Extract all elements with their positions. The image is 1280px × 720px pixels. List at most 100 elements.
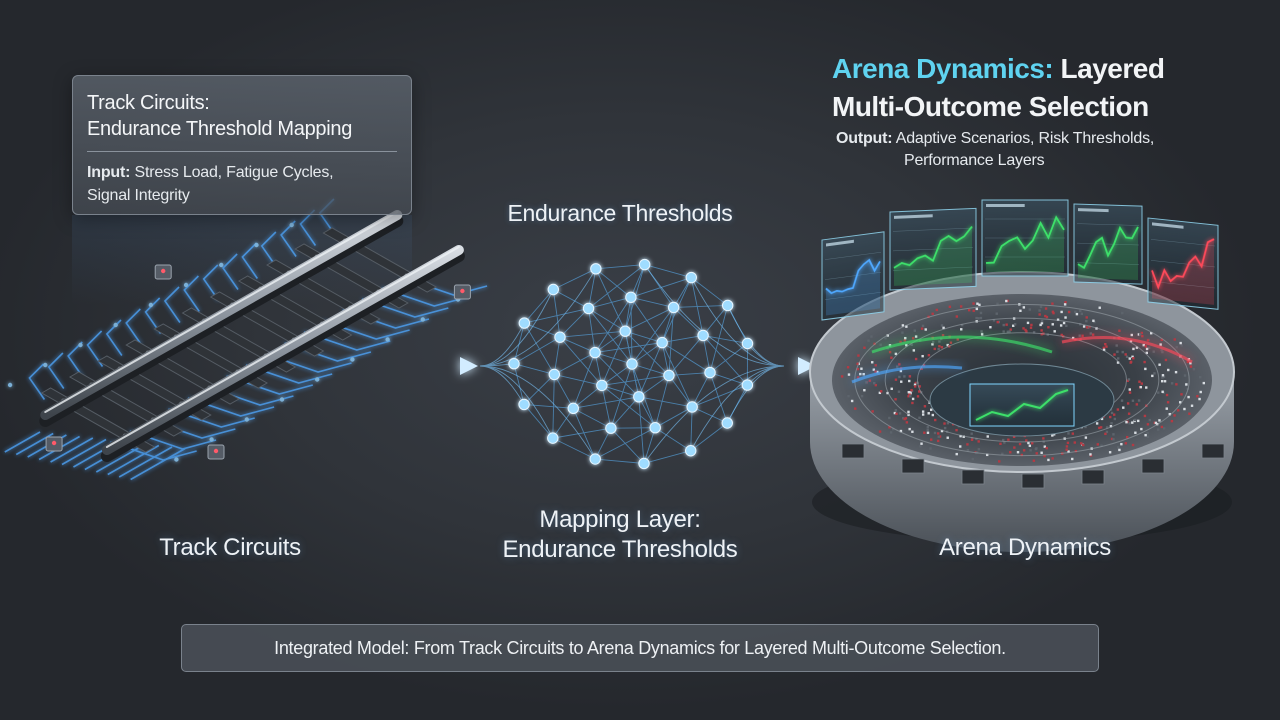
crowd-dot [1051, 434, 1054, 437]
circuit-node [209, 437, 214, 442]
network-node [721, 417, 733, 429]
track-circuits-illustration [4, 198, 488, 481]
crowd-dot [1124, 442, 1128, 445]
network-edge [661, 307, 675, 343]
crowd-dot [1196, 394, 1199, 398]
crowd-dot [1022, 327, 1025, 330]
panel-gridline [1151, 260, 1215, 268]
crowd-dot [920, 442, 923, 445]
crowd-dot [1141, 334, 1144, 338]
network-node [518, 317, 531, 329]
network-node [582, 302, 595, 315]
crowd-dot [967, 308, 971, 312]
crowd-dot [919, 445, 922, 448]
crowd-dot [894, 352, 898, 356]
crowd-dot [1110, 437, 1114, 441]
network-edge [513, 363, 555, 375]
crowd-dot [986, 435, 989, 438]
network-edge [673, 277, 692, 308]
hologram-chart-panel [889, 207, 977, 291]
panel-header-bar [894, 214, 933, 219]
crowd-dot [1152, 350, 1155, 353]
crowd-dot [941, 334, 945, 337]
crowd-dot [929, 447, 932, 450]
circuit-trace [50, 437, 94, 463]
crowd-dot [930, 408, 933, 411]
crowd-dot [1118, 329, 1121, 332]
mapping-layer-label-line2: Endurance Thresholds [502, 536, 738, 563]
circuit-trace [202, 264, 220, 301]
network-node [741, 379, 754, 391]
crowd-dot [896, 365, 899, 368]
network-edge [594, 297, 632, 353]
crowd-dot [899, 340, 902, 344]
crowd-dot [907, 395, 910, 398]
crowd-dot [1032, 459, 1036, 462]
crowd-dot [898, 375, 901, 379]
flow-arrow-right [737, 357, 816, 375]
crowd-dot [872, 368, 876, 371]
rail-shadow [100, 250, 465, 462]
network-edge [703, 335, 748, 344]
network-edge [690, 277, 704, 336]
crowd-dot [1032, 331, 1036, 334]
panel-gridline [893, 247, 973, 252]
seating-tier [884, 317, 1160, 443]
crowd-dot [1157, 391, 1160, 394]
circuit-trace [86, 330, 104, 367]
fan-line [644, 264, 785, 367]
crowd-dot [959, 434, 962, 438]
circuit-node [43, 362, 48, 368]
crowd-dot [1116, 408, 1120, 411]
bowl-light-streak [871, 335, 1053, 354]
arena-heading-title-line2: Multi-Outcome Selection [832, 91, 1149, 122]
crowd-dot [980, 330, 983, 333]
circuit-trace [47, 352, 65, 389]
crowd-dot [1135, 403, 1139, 406]
crowd-dot [946, 343, 949, 347]
crowd-dot [972, 309, 975, 312]
crowd-dot [1135, 346, 1139, 349]
crowd-dot [1028, 444, 1032, 447]
panel-header-bar [1078, 208, 1109, 213]
circuit-node [78, 342, 83, 348]
crowd-dot [960, 323, 964, 327]
track-circuits-info-card: Track Circuits: Endurance Threshold Mapp… [72, 75, 412, 215]
network-edge [552, 374, 555, 439]
crowd-dot [907, 391, 911, 394]
network-edge [638, 375, 670, 398]
crowd-dot [940, 429, 944, 433]
crowd-dot [1132, 357, 1135, 360]
crowd-dot [1144, 345, 1148, 348]
crowd-dot [1113, 417, 1117, 421]
crowd-dot [1188, 412, 1191, 415]
crowd-dot [878, 391, 882, 395]
circuit-node [420, 317, 425, 322]
crowd-dot [979, 316, 983, 320]
crowd-dot [1080, 442, 1083, 445]
crowd-dot [1100, 444, 1103, 447]
crowd-dot [1131, 355, 1134, 358]
crowd-dot [1116, 446, 1120, 449]
crowd-dot [949, 341, 953, 344]
crowd-dot [1129, 360, 1133, 364]
network-edge [661, 342, 711, 373]
crowd-dot [1163, 380, 1167, 383]
crowd-dot [1059, 324, 1063, 327]
network-edge [631, 307, 674, 365]
crowd-dot [989, 326, 992, 329]
arena-stadium-illustration [809, 199, 1235, 552]
network-node [567, 402, 579, 415]
network-edge [594, 352, 640, 398]
network-edge [638, 342, 663, 398]
crowd-dot [1166, 401, 1170, 404]
crowd-dot [1183, 374, 1187, 377]
network-edge [643, 427, 656, 464]
crowd-dot [1105, 426, 1109, 429]
network-edge [554, 352, 596, 375]
crowd-dot [1162, 427, 1166, 430]
crowd-dot [903, 417, 906, 421]
crowd-dot [920, 327, 924, 330]
rail-highlight [105, 246, 460, 448]
